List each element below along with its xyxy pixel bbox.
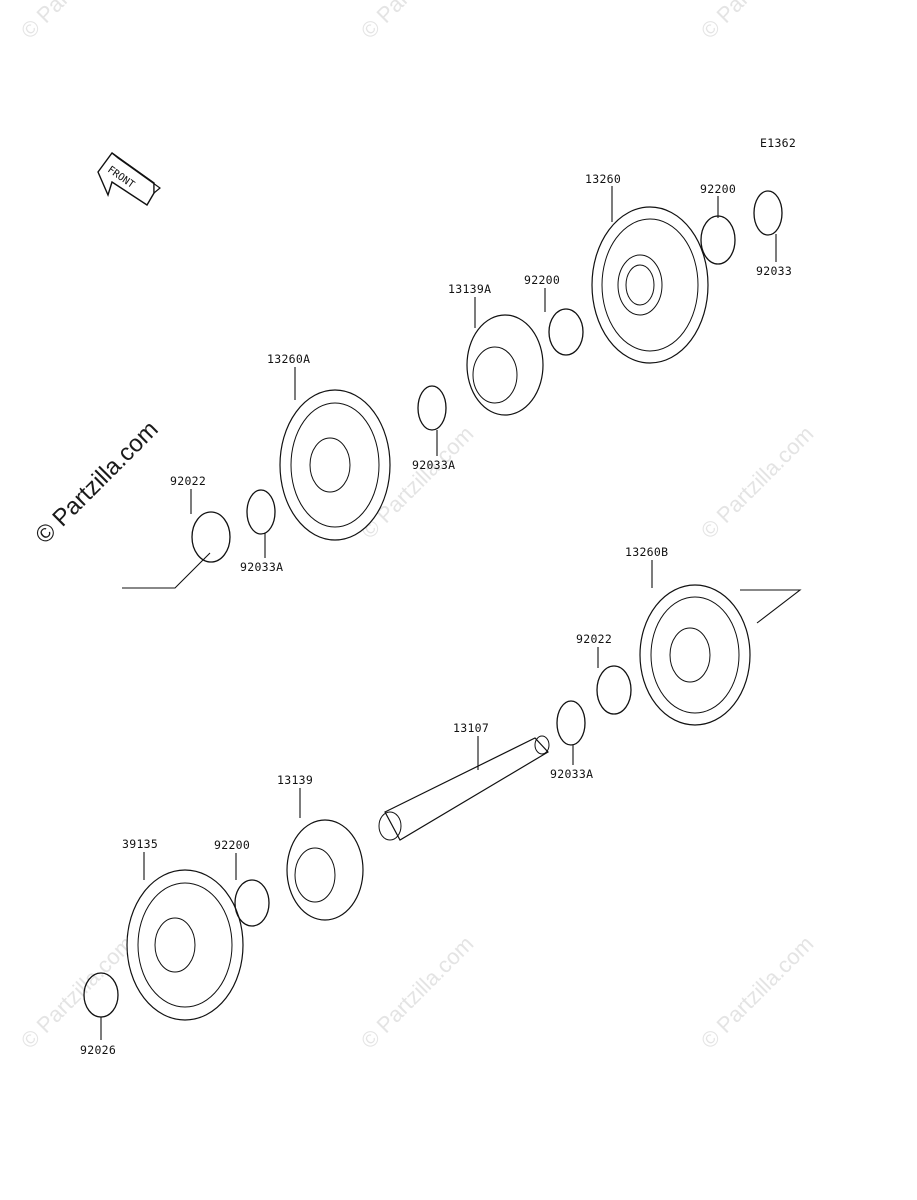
label-92022-right[interactable]: 92022 [576, 632, 612, 646]
watermark-text: © Partzilla.com [356, 0, 479, 44]
label-13260b[interactable]: 13260B [625, 545, 668, 559]
watermark-text: © Partzilla.com [696, 421, 819, 544]
label-92033a-right[interactable]: 92033A [550, 767, 593, 781]
label-92200-top[interactable]: 92200 [700, 182, 736, 196]
watermark-text: © Partzilla.com [16, 0, 139, 44]
washer-92200-low [234, 879, 270, 927]
front-arrow-icon: FRONT [97, 152, 161, 206]
shaft-13107 [378, 735, 550, 841]
leader-lines [100, 186, 802, 1040]
circlip-92033a-right [556, 700, 586, 746]
watermark-text: © Partzilla.com [16, 931, 139, 1054]
watermark-text: © Partzilla.com [696, 0, 819, 44]
watermarks: © Partzilla.com © Partzilla.com © Partzi… [16, 0, 819, 1054]
label-92022-left[interactable]: 92022 [170, 474, 206, 488]
watermark-text: © Partzilla.com [696, 931, 819, 1054]
label-13260[interactable]: 13260 [585, 172, 621, 186]
gear-13260a [279, 389, 391, 541]
washer-92200-mid [548, 308, 584, 356]
label-92033a-mid[interactable]: 92033A [412, 458, 455, 472]
label-39135[interactable]: 39135 [122, 837, 158, 851]
gear-13260b [639, 584, 751, 726]
gear-39135 [126, 869, 244, 1021]
diagram-code: E1362 [760, 136, 796, 150]
watermark-text: © Partzilla.com [356, 931, 479, 1054]
washer-92200-top [700, 215, 736, 265]
gear-13260 [591, 206, 709, 364]
label-92200-mid[interactable]: 92200 [524, 273, 560, 287]
circlip-92033a-mid [417, 385, 447, 431]
label-92033[interactable]: 92033 [756, 264, 792, 278]
washer-92022-left [191, 511, 231, 563]
part-labels: 13260 92200 92033 92200 13139A 13260A 92… [80, 172, 792, 1057]
washer-92022-right [596, 665, 632, 715]
circlip-92033a-left [246, 489, 276, 535]
label-13139[interactable]: 13139 [277, 773, 313, 787]
label-13107[interactable]: 13107 [453, 721, 489, 735]
hub-13139 [286, 819, 364, 921]
label-92026[interactable]: 92026 [80, 1043, 116, 1057]
label-13139a[interactable]: 13139A [448, 282, 491, 296]
hub-13139a [466, 314, 544, 416]
watermark-main: © Partzilla.com [30, 416, 163, 549]
circlip-92033 [753, 190, 783, 236]
label-92200-low[interactable]: 92200 [214, 838, 250, 852]
label-92033a-left[interactable]: 92033A [240, 560, 283, 574]
label-13260a[interactable]: 13260A [267, 352, 310, 366]
